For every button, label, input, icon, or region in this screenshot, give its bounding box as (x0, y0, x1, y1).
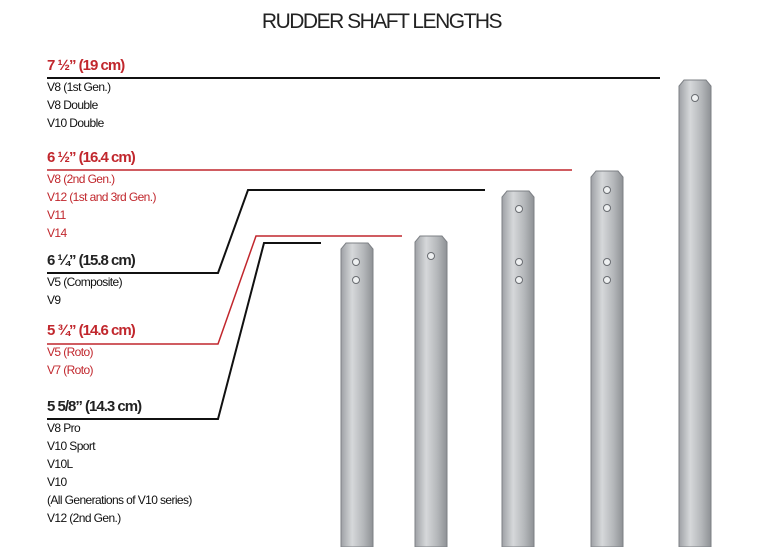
model-item: V10 Sport (47, 439, 96, 453)
group-6-quarter: 6 ¼” (15.8 cm) V5 (Composite) V9 (47, 252, 136, 309)
shaft-5-five-eighths (340, 242, 374, 547)
model-item: V10 (47, 475, 67, 489)
length-heading: 5 5/8” (14.3 cm) (47, 398, 142, 415)
leader-line-5-five-eighths (47, 242, 321, 420)
group-5-three-quarter: 5 ¾” (14.6 cm) V5 (Roto) V7 (Roto) (47, 322, 136, 379)
model-item: V5 (Composite) (47, 275, 123, 289)
model-item: (All Generations of V10 series) (47, 493, 192, 507)
model-item: V14 (47, 226, 67, 240)
length-heading: 6 ½” (16.4 cm) (47, 149, 136, 166)
model-item: V8 (1st Gen.) (47, 80, 111, 94)
model-item: V7 (Roto) (47, 363, 94, 377)
model-item: V12 (1st and 3rd Gen.) (47, 190, 156, 204)
length-heading: 7 ½” (19 cm) (47, 57, 125, 74)
group-7-half: 7 ½” (19 cm) V8 (1st Gen.) V8 Double V10… (47, 57, 125, 132)
model-list: V5 (Composite) V9 (47, 273, 135, 309)
model-item: V11 (47, 208, 66, 222)
group-6-half: 6 ½” (16.4 cm) V8 (2nd Gen.) V12 (1st an… (47, 149, 156, 242)
group-5-five-eighths: 5 5/8” (14.3 cm) V8 Pro V10 Sport V10L V… (47, 398, 192, 527)
shaft-6-half (590, 170, 624, 547)
model-item: V8 (2nd Gen.) (47, 172, 115, 186)
model-item: V10 Double (47, 116, 104, 130)
page-title: RUDDER SHAFT LENGTHS (261, 10, 503, 33)
model-item: V12 (2nd Gen.) (47, 511, 121, 525)
model-item: V10L (47, 457, 73, 471)
model-item: V8 Double (47, 98, 98, 112)
shaft-5-three-quarter (414, 235, 448, 547)
length-heading: 5 ¾” (14.6 cm) (47, 322, 136, 339)
model-list: V5 (Roto) V7 (Roto) (47, 343, 135, 379)
model-list: V8 (1st Gen.) V8 Double V10 Double (47, 78, 124, 132)
model-list: V8 Pro V10 Sport V10L V10 (All Generatio… (47, 419, 192, 527)
leader-line-5-three-quarter (47, 235, 402, 345)
model-item: V5 (Roto) (47, 345, 94, 359)
model-list: V8 (2nd Gen.) V12 (1st and 3rd Gen.) V11… (47, 170, 156, 242)
shaft-6-quarter (501, 190, 535, 547)
model-item: V8 Pro (47, 421, 81, 435)
leader-line-6-quarter (47, 189, 485, 274)
length-heading: 6 ¼” (15.8 cm) (47, 252, 136, 269)
model-item: V9 (47, 293, 61, 307)
shaft-7-half (678, 79, 712, 547)
